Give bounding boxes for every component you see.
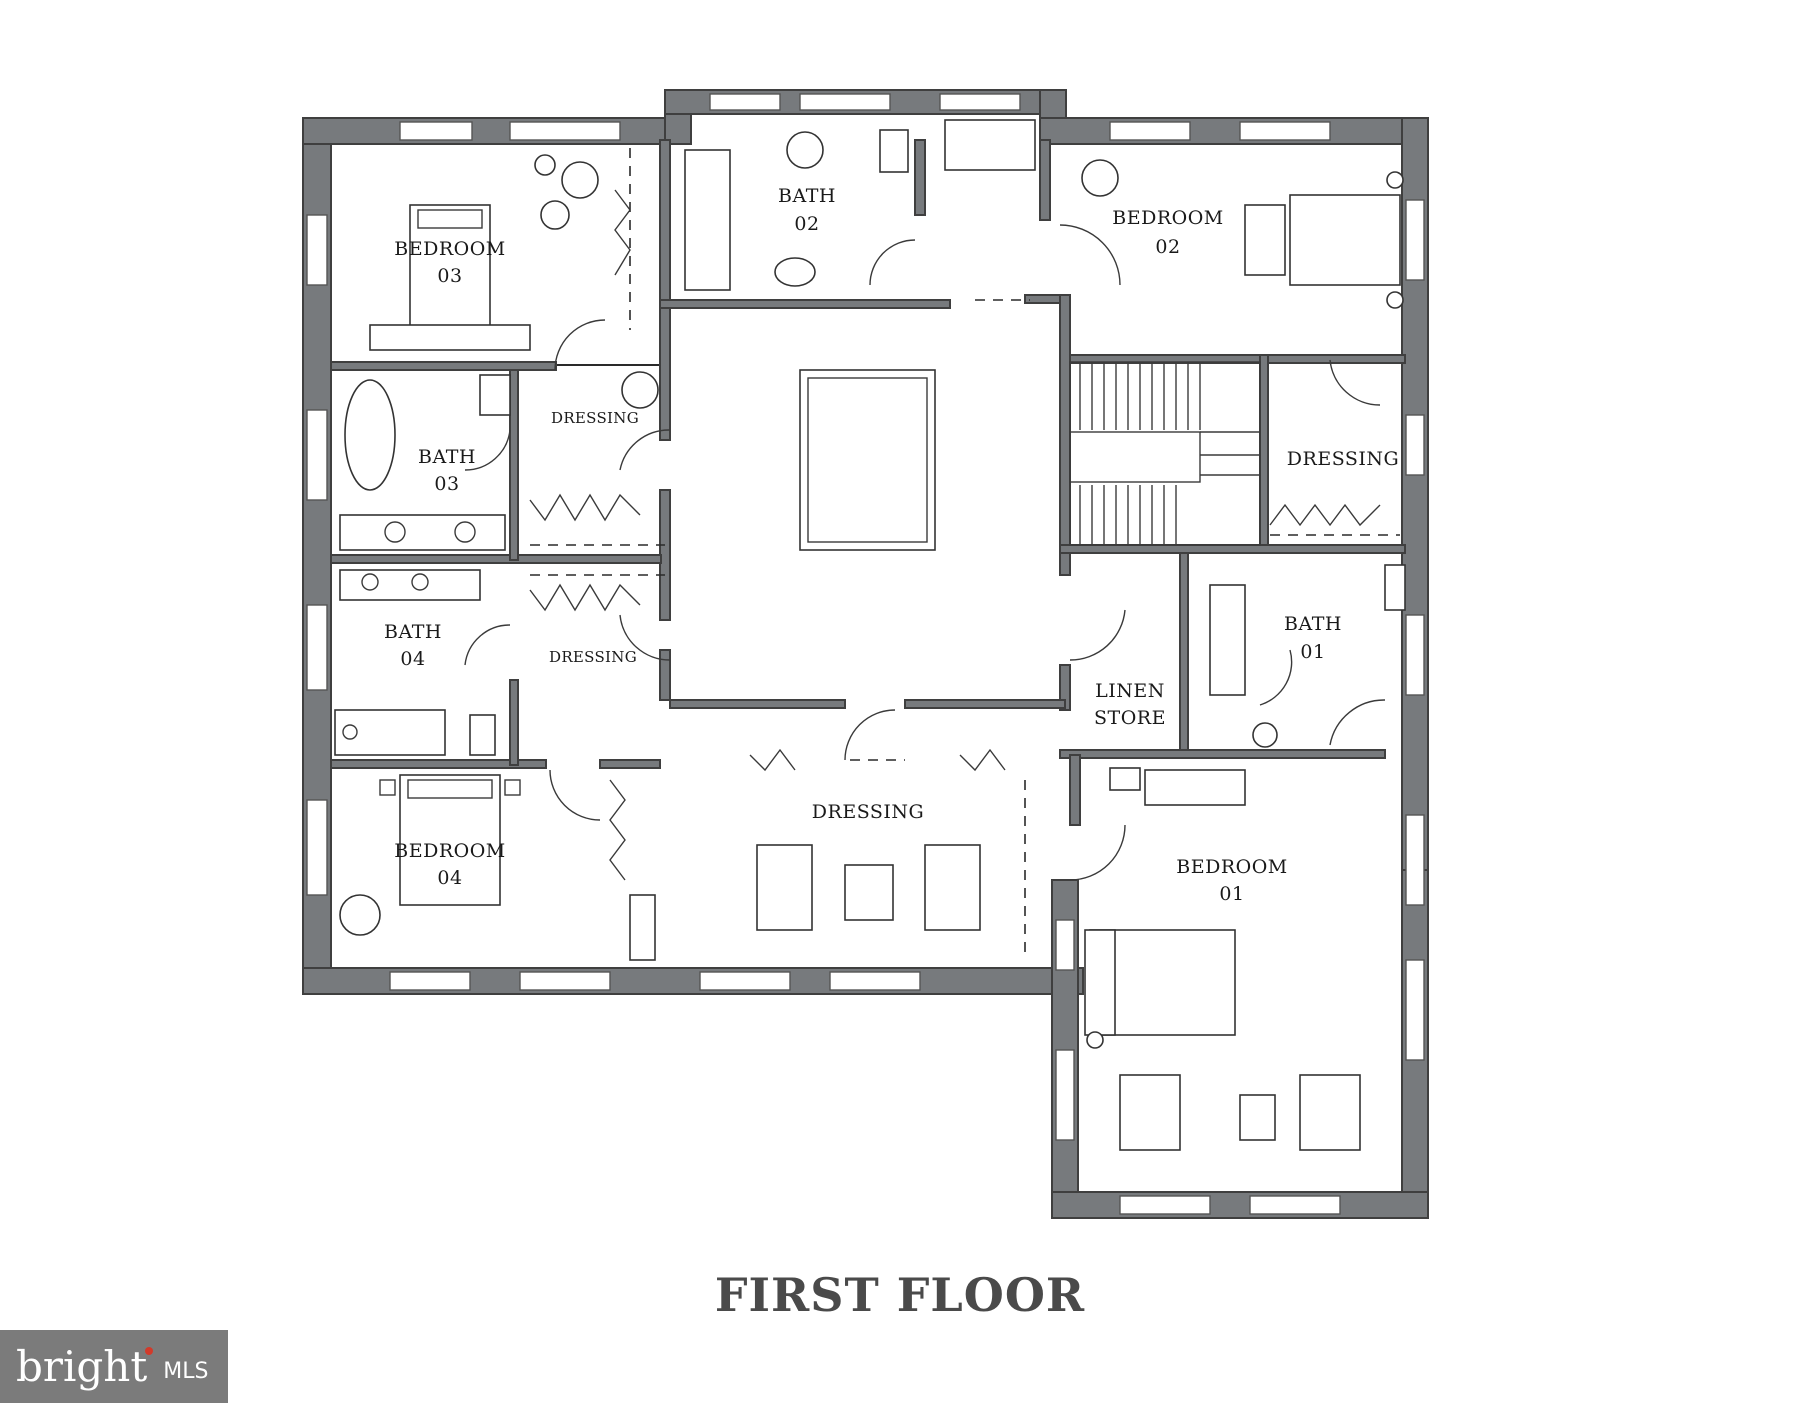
bright-mls-logo: bright MLS [0,1330,228,1403]
label-bedroom-02-name: BEDROOM [1112,207,1223,229]
label-bedroom-03-number: 03 [437,265,462,287]
label-dressing-bedroom-03: DRESSING [551,409,639,427]
label-linen-store-line2: STORE [1094,707,1166,729]
label-bath-04-number: 04 [400,648,425,670]
plan-title: FIRST FLOOR [714,1268,1086,1322]
windows [306,93,1425,1215]
staircase [1069,361,1261,546]
label-bath-02-number: 02 [794,213,819,235]
label-dressing-bedroom-02: DRESSING [1287,448,1399,470]
label-linen-store-line1: LINEN [1095,680,1165,702]
label-bath-03-name: BATH [418,446,476,468]
label-bedroom-04-number: 04 [437,867,462,889]
label-dressing-main: DRESSING [812,801,924,823]
label-bedroom-04-name: BEDROOM [394,840,505,862]
label-bath-02-name: BATH [778,185,836,207]
central-skylight [799,369,936,551]
closets [529,148,1400,881]
label-bedroom-01-number: 01 [1219,883,1244,905]
logo-wordmark: bright [16,1341,148,1391]
doors [464,224,1386,960]
label-bath-01-name: BATH [1284,613,1342,635]
label-dressing-bedroom-04: DRESSING [549,648,637,666]
label-bedroom-02-number: 02 [1155,236,1180,258]
logo-suffix: MLS [163,1359,209,1384]
label-bath-04-name: BATH [384,621,442,643]
label-bath-03-number: 03 [434,473,459,495]
label-bedroom-01-name: BEDROOM [1176,856,1287,878]
label-bedroom-03-name: BEDROOM [394,238,505,260]
furniture [334,119,1406,1151]
interior-walls [330,139,1406,826]
logo-dot-icon [145,1346,154,1355]
room-labels: BEDROOM 03 BATH 02 BEDROOM 02 BATH 03 DR… [384,185,1399,905]
label-bath-01-number: 01 [1300,641,1325,663]
